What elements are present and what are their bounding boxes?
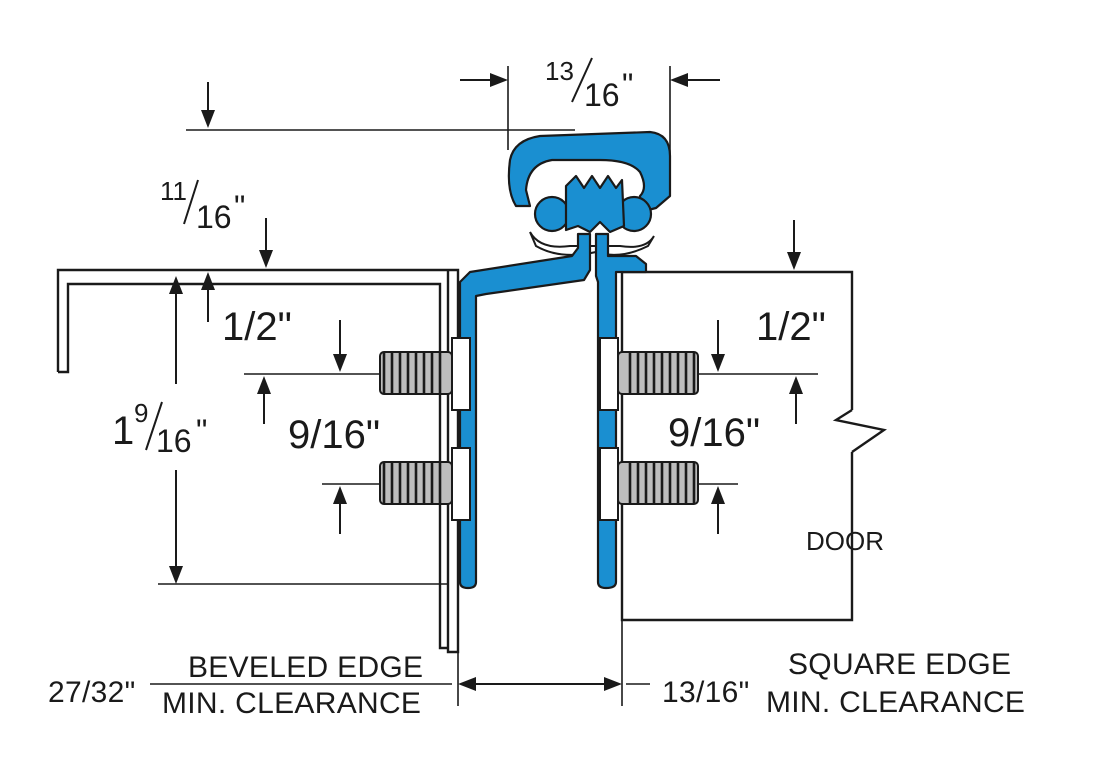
door-break-symbol bbox=[832, 408, 887, 453]
dim-top-width: 13 16 " bbox=[460, 56, 720, 196]
dim-left-spacing-label: 9/16" bbox=[288, 413, 380, 457]
dim-door-top-reference bbox=[787, 220, 801, 270]
hinge-left-leaf bbox=[458, 232, 592, 590]
dim-right-spacing-label: 9/16" bbox=[668, 411, 760, 455]
door-label: DOOR bbox=[806, 526, 884, 556]
dim-overall-height-numerator: 9 bbox=[134, 398, 148, 428]
dim-left-top-screw-label: 1/2" bbox=[222, 305, 292, 349]
dim-frame-offset: 11 16 " bbox=[160, 176, 273, 322]
hinge-bearing-strip bbox=[529, 231, 655, 256]
beveled-edge-label: BEVELED EDGE bbox=[188, 651, 423, 684]
right-upper-screw bbox=[599, 337, 699, 411]
dim-left-screws: 1/2" 9/16" bbox=[222, 305, 380, 534]
dim-frame-offset-numerator: 11 bbox=[160, 176, 187, 206]
dim-clearance bbox=[150, 620, 650, 706]
square-edge-label: SQUARE EDGE bbox=[788, 648, 1011, 681]
dim-right-top-screw-label: 1/2" bbox=[756, 305, 826, 349]
dim-overall-height-unit: " bbox=[196, 413, 207, 449]
left-upper-screw bbox=[379, 337, 471, 411]
beveled-clearance-value: 27/32" bbox=[48, 676, 136, 709]
square-clearance-value: 13/16" bbox=[662, 676, 750, 709]
dim-frame-offset-denominator: 16 bbox=[196, 199, 232, 235]
dim-overall-height-denominator: 16 bbox=[156, 423, 192, 459]
dim-overall-height: 1 9 16 " bbox=[112, 276, 448, 585]
dim-right-screws: 1/2" 9/16" bbox=[668, 305, 826, 534]
dim-top-width-unit: " bbox=[622, 67, 633, 103]
hinge-knuckle-left bbox=[533, 195, 571, 233]
dim-top-width-numerator: 13 bbox=[545, 56, 574, 86]
square-min-clearance-label: MIN. CLEARANCE bbox=[766, 686, 1025, 719]
left-lower-screw bbox=[379, 447, 471, 521]
hinge-gear-teeth bbox=[564, 174, 626, 234]
hinge-top-cap bbox=[507, 130, 672, 214]
right-lower-screw bbox=[599, 447, 699, 521]
dim-overall-height-whole: 1 bbox=[112, 409, 134, 453]
dim-top-width-denominator: 16 bbox=[584, 77, 620, 113]
door-frame-outline bbox=[56, 268, 460, 654]
dim-top-reference bbox=[186, 82, 575, 131]
dim-frame-offset-unit: " bbox=[234, 189, 245, 225]
beveled-min-clearance-label: MIN. CLEARANCE bbox=[162, 687, 421, 720]
